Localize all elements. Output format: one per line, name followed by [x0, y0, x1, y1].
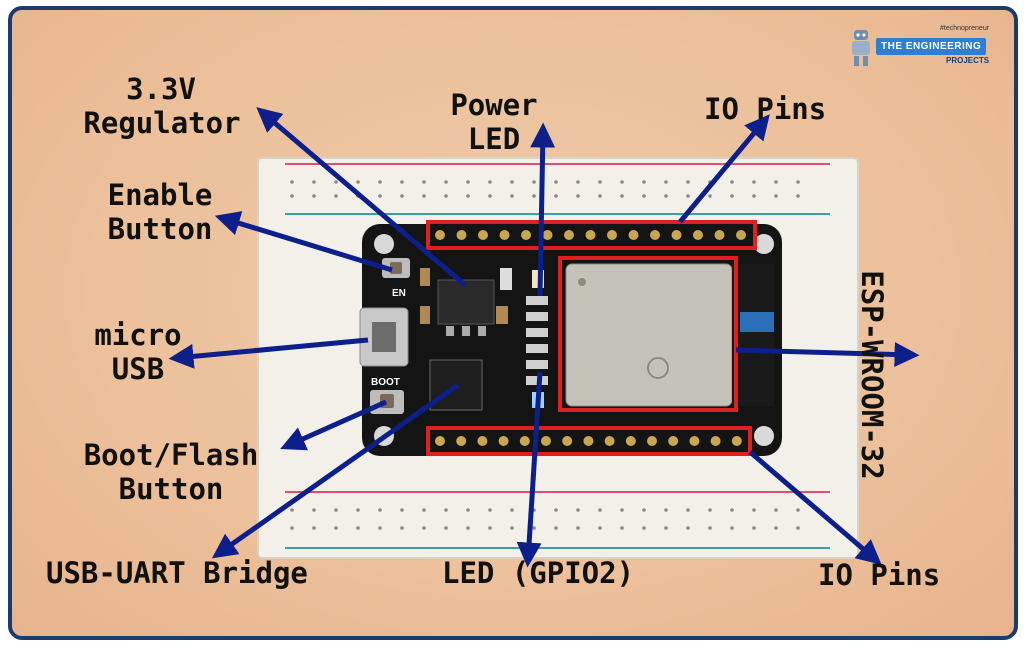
label-power-led: Power LED: [430, 88, 558, 156]
module-highlight: [558, 256, 738, 412]
esp32-devkit-board: EN BOOT: [359, 220, 782, 456]
brand-logo: #technopreneur THE ENGINEERING PROJECTS: [846, 24, 1006, 70]
arrow-esp-module: [735, 342, 920, 367]
boot-silkscreen: BOOT: [371, 377, 400, 388]
callout-arrows: [168, 107, 920, 568]
arrow-usb-uart: [211, 382, 460, 559]
label-boot-line1: Boot/Flash: [83, 438, 259, 472]
label-boot-button: Boot/Flash Button: [44, 438, 298, 506]
label-boot-line2: Button: [118, 472, 224, 507]
label-esp-wroom-32: ESP-WROOM-32: [855, 270, 889, 480]
label-enable-line1: Enable: [107, 178, 213, 212]
arrow-power-led: [530, 122, 556, 297]
label-led-gpio2: LED (GPIO2): [442, 556, 635, 590]
top-io-pins-highlight: [426, 220, 757, 250]
label-enable-line2: Button: [107, 212, 213, 247]
label-micro-usb: micro USB: [66, 318, 210, 386]
arrow-io-top: [678, 114, 770, 224]
label-io-pins-top: IO Pins: [704, 92, 827, 126]
arrow-io-bottom: [748, 450, 882, 565]
brand-sub: PROJECTS: [946, 56, 990, 65]
arrow-micro-usb: [168, 337, 369, 369]
label-io-pins-bottom: IO Pins: [818, 558, 941, 592]
label-regulator-line2: Regulator: [83, 106, 241, 141]
label-regulator: 3.3V Regulator: [83, 72, 240, 140]
arrow-regulator: [256, 107, 467, 287]
esp-wroom-32-module: [565, 263, 733, 407]
en-silkscreen: EN: [392, 288, 406, 299]
brand-tagline: #technopreneur: [940, 25, 990, 32]
arrow-boot: [280, 399, 388, 451]
label-micro-usb-line1: micro: [94, 318, 182, 352]
brand-name: THE ENGINEERING: [876, 38, 987, 55]
label-regulator-line1: 3.3V: [126, 72, 196, 106]
arrow-gpio2: [516, 371, 543, 568]
label-power-line2: LED: [467, 122, 521, 157]
arrow-enable: [214, 211, 393, 273]
voltage-regulator: [437, 279, 495, 325]
bottom-io-pins-highlight: [426, 426, 752, 456]
label-power-line1: Power: [450, 88, 538, 122]
label-usb-uart-bridge: USB-UART Bridge: [46, 556, 308, 590]
label-enable-button: Enable Button: [82, 178, 238, 246]
robot-icon: [852, 30, 870, 66]
label-micro-usb-line2: USB: [111, 352, 165, 387]
